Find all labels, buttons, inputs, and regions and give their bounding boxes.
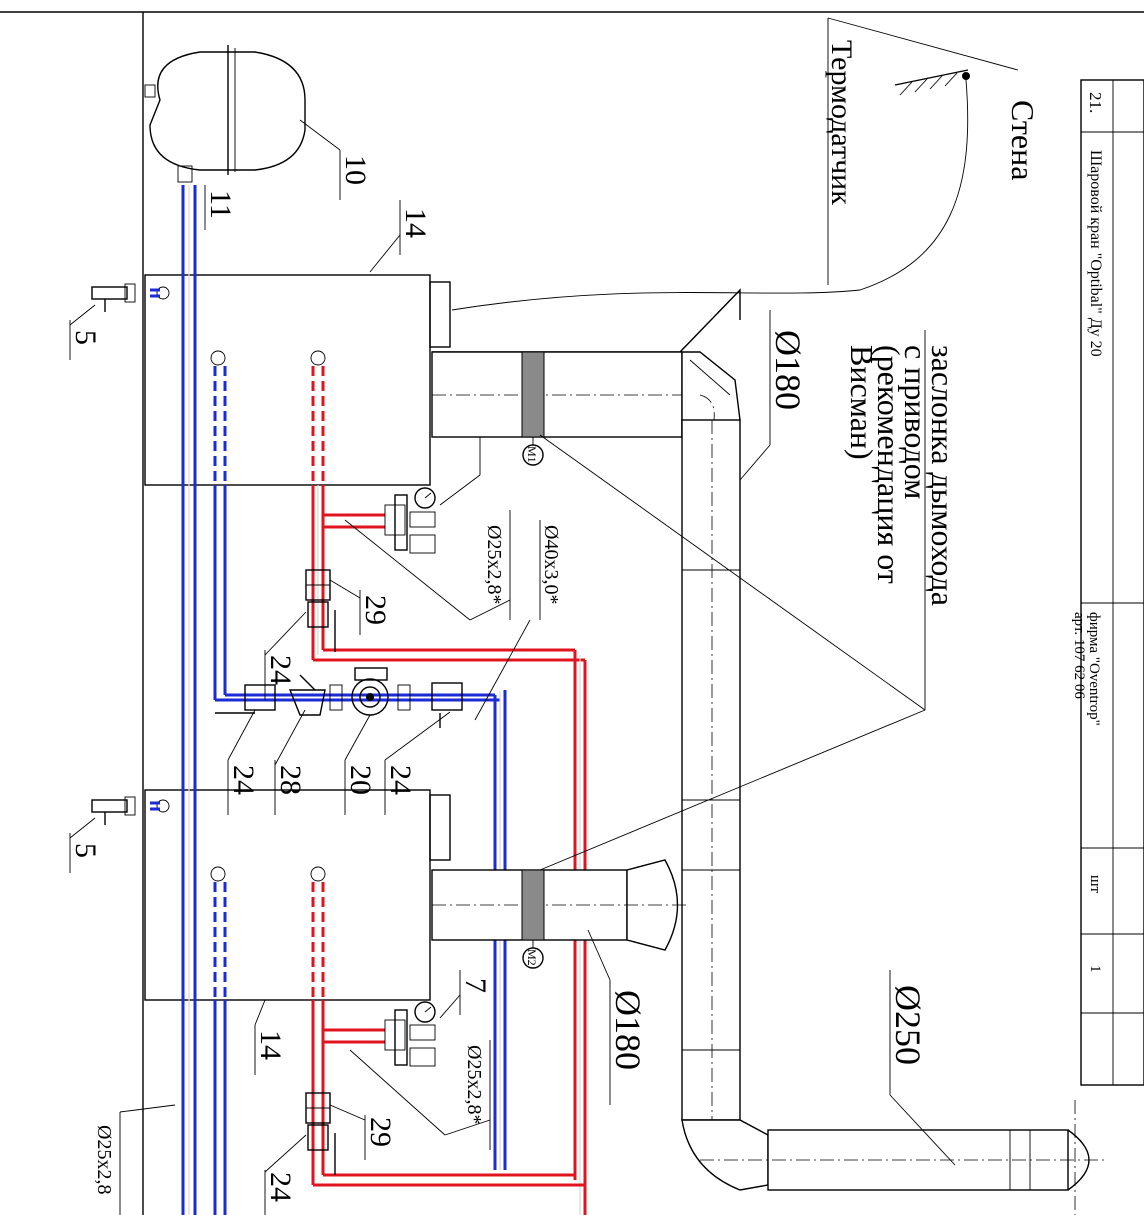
position-11: 11	[204, 190, 237, 219]
thermosensor-icon	[962, 72, 970, 80]
motor-m1-label: M1	[525, 446, 539, 463]
flue-diameter-main: Ø250	[888, 985, 928, 1065]
boiler-bottom: 14	[144, 789, 451, 1075]
manometer-top-icon	[414, 487, 436, 509]
specification-table: 21. Шаровой кран "Optibal" Ду 20 фирма "…	[1071, 79, 1144, 1086]
pipe-label-25-top: Ø25x2,8*	[483, 525, 505, 604]
position-24-d: 24	[264, 1172, 297, 1202]
motor-m2-label: M2	[525, 949, 539, 966]
position-24-b: 24	[227, 765, 260, 795]
position-5-top: 5	[69, 330, 102, 345]
position-10: 10	[339, 155, 372, 185]
return-pipes	[150, 185, 507, 1215]
spec-name: Шаровой кран "Optibal" Ду 20	[1087, 150, 1104, 357]
pipe-callouts: Ø25x2,8* Ø40x3,0* Ø25x2,8* Ø25x2,8	[93, 510, 562, 1215]
valve-29-bottom: 29 24	[264, 1092, 397, 1215]
wall-thermosensor: Стена Термодатчик	[451, 17, 1041, 311]
position-29-top: 29	[359, 595, 392, 625]
spec-manufacturer-line2: арт. 107 62 06	[1071, 612, 1087, 699]
position-28: 28	[274, 765, 307, 795]
manometer-bottom-icon	[414, 1001, 436, 1023]
supply-pipes	[311, 366, 587, 1215]
boiler-top: 14	[144, 200, 451, 486]
position-24-c: 24	[384, 765, 417, 795]
flue-diameter-top: Ø180	[768, 330, 808, 410]
position-24-a: 24	[264, 655, 297, 685]
pipe-label-25-bottom: Ø25x2,8*	[463, 1045, 485, 1124]
pipe-label-40: Ø40x3,0*	[540, 525, 562, 604]
flue-diameter-lower: Ø180	[608, 990, 648, 1070]
flue-damper-bottom	[521, 869, 545, 941]
damper-note-line2: с приводом	[898, 345, 934, 499]
pipe-label-25-left: Ø25x2,8	[93, 1125, 115, 1194]
position-20: 20	[344, 765, 377, 795]
flue-damper-top	[521, 351, 545, 438]
wall-label: Стена	[1005, 100, 1041, 180]
damper-note-line1: заслонка дымохода	[925, 345, 961, 606]
air-vent-bottom: 5	[69, 796, 136, 873]
spec-unit: шт	[1087, 875, 1103, 894]
damper-note-line3: (рекомендация от	[871, 345, 907, 584]
spec-number: 21.	[1086, 92, 1105, 113]
flue-system: M1 M2	[431, 288, 1105, 1215]
position-7-bottom: 7	[459, 978, 492, 993]
flue-labels: Ø180 Ø180 Ø250 заслонка дымохода с приво…	[539, 310, 961, 1166]
position-5-bottom: 5	[69, 843, 102, 858]
safety-group-bottom: 7	[384, 970, 492, 1067]
expansion-tank: 10 11	[144, 45, 372, 230]
spec-quantity: 1	[1087, 965, 1103, 973]
air-vent-top: 5	[69, 283, 136, 360]
position-14-top: 14	[399, 208, 432, 238]
spec-manufacturer-line1: фирма "Oventrop"	[1086, 612, 1102, 726]
damper-note-line4: Висман)	[844, 345, 880, 460]
thermosensor-label: Термодатчик	[825, 40, 858, 205]
pump-group: 24 28 20 24	[215, 667, 463, 815]
position-14-bottom: 14	[254, 1030, 287, 1060]
position-29-bottom: 29	[364, 1117, 397, 1147]
valve-29-top: 29 24	[264, 569, 392, 700]
